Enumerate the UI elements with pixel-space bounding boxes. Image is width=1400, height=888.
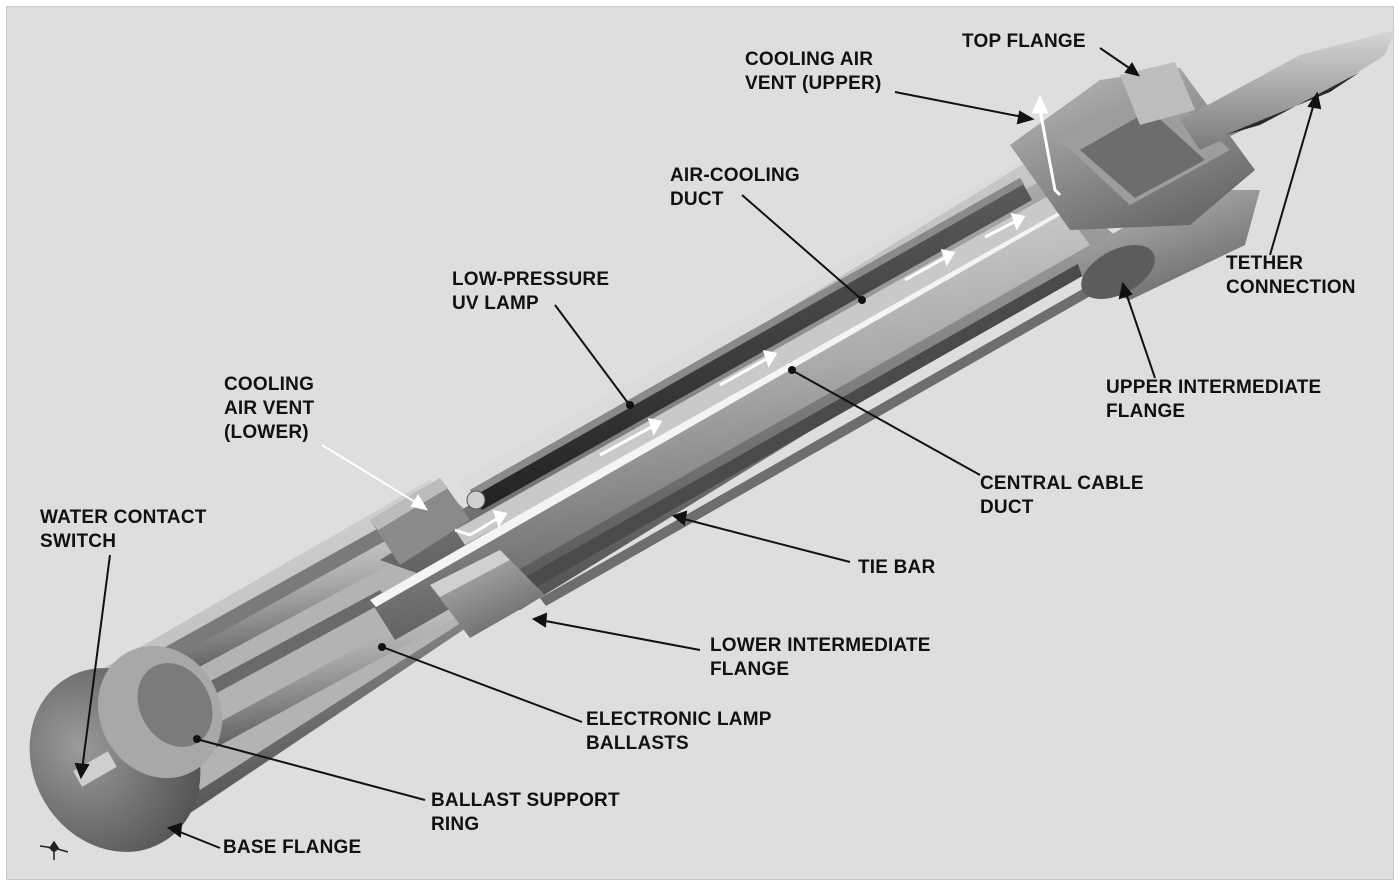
- label-low-pressure-uv-lamp: LOW-PRESSURE UV LAMP: [452, 269, 610, 314]
- tether-connection-blade: [1180, 30, 1395, 150]
- label-lower-intermediate-flange: LOWER INTERMEDIATE FLANGE: [710, 635, 931, 680]
- xyz-axis-triad-icon: [39, 840, 69, 860]
- lower-housing-cavity-shadow: [160, 505, 430, 665]
- label-central-cable-duct: CENTRAL CABLE DUCT: [980, 473, 1144, 518]
- lower-vent-block: [370, 478, 470, 565]
- label-top-flange: TOP FLANGE: [962, 31, 1086, 52]
- lower-intermediate-flange: [430, 550, 545, 638]
- label-upper-intermediate-flange: UPPER INTERMEDIATE FLANGE: [1106, 377, 1322, 422]
- top-housing: [1010, 62, 1255, 230]
- air-cooling-duct-tube: [455, 195, 1062, 545]
- label-tether-connection: TETHER CONNECTION: [1226, 253, 1356, 298]
- label-water-contact-switch: WATER CONTACT SWITCH: [40, 507, 207, 552]
- label-cooling-air-vent-upper: COOLING AIR VENT (UPPER): [745, 49, 882, 94]
- central-cable-duct-tube: [370, 205, 1090, 640]
- label-air-cooling-duct: AIR-COOLING DUCT: [670, 165, 800, 210]
- label-ballast-support-ring: BALLAST SUPPORT RING: [431, 790, 620, 835]
- label-base-flange: BASE FLANGE: [223, 837, 362, 858]
- upper-intermediate-flange: [1075, 190, 1260, 300]
- leader-lines: [74, 47, 1322, 849]
- label-cooling-air-vent-lower: COOLING AIR VENT (LOWER): [224, 374, 315, 443]
- base-flange-disc: [29, 645, 223, 852]
- label-electronic-lamp-ballasts: ELECTRONIC LAMP BALLASTS: [586, 709, 772, 754]
- uv-lamp-tube: [466, 178, 1032, 510]
- label-tie-bar: TIE BAR: [858, 557, 936, 578]
- airflow-arrows: [454, 94, 1062, 537]
- lower-vent-leader: [321, 444, 429, 511]
